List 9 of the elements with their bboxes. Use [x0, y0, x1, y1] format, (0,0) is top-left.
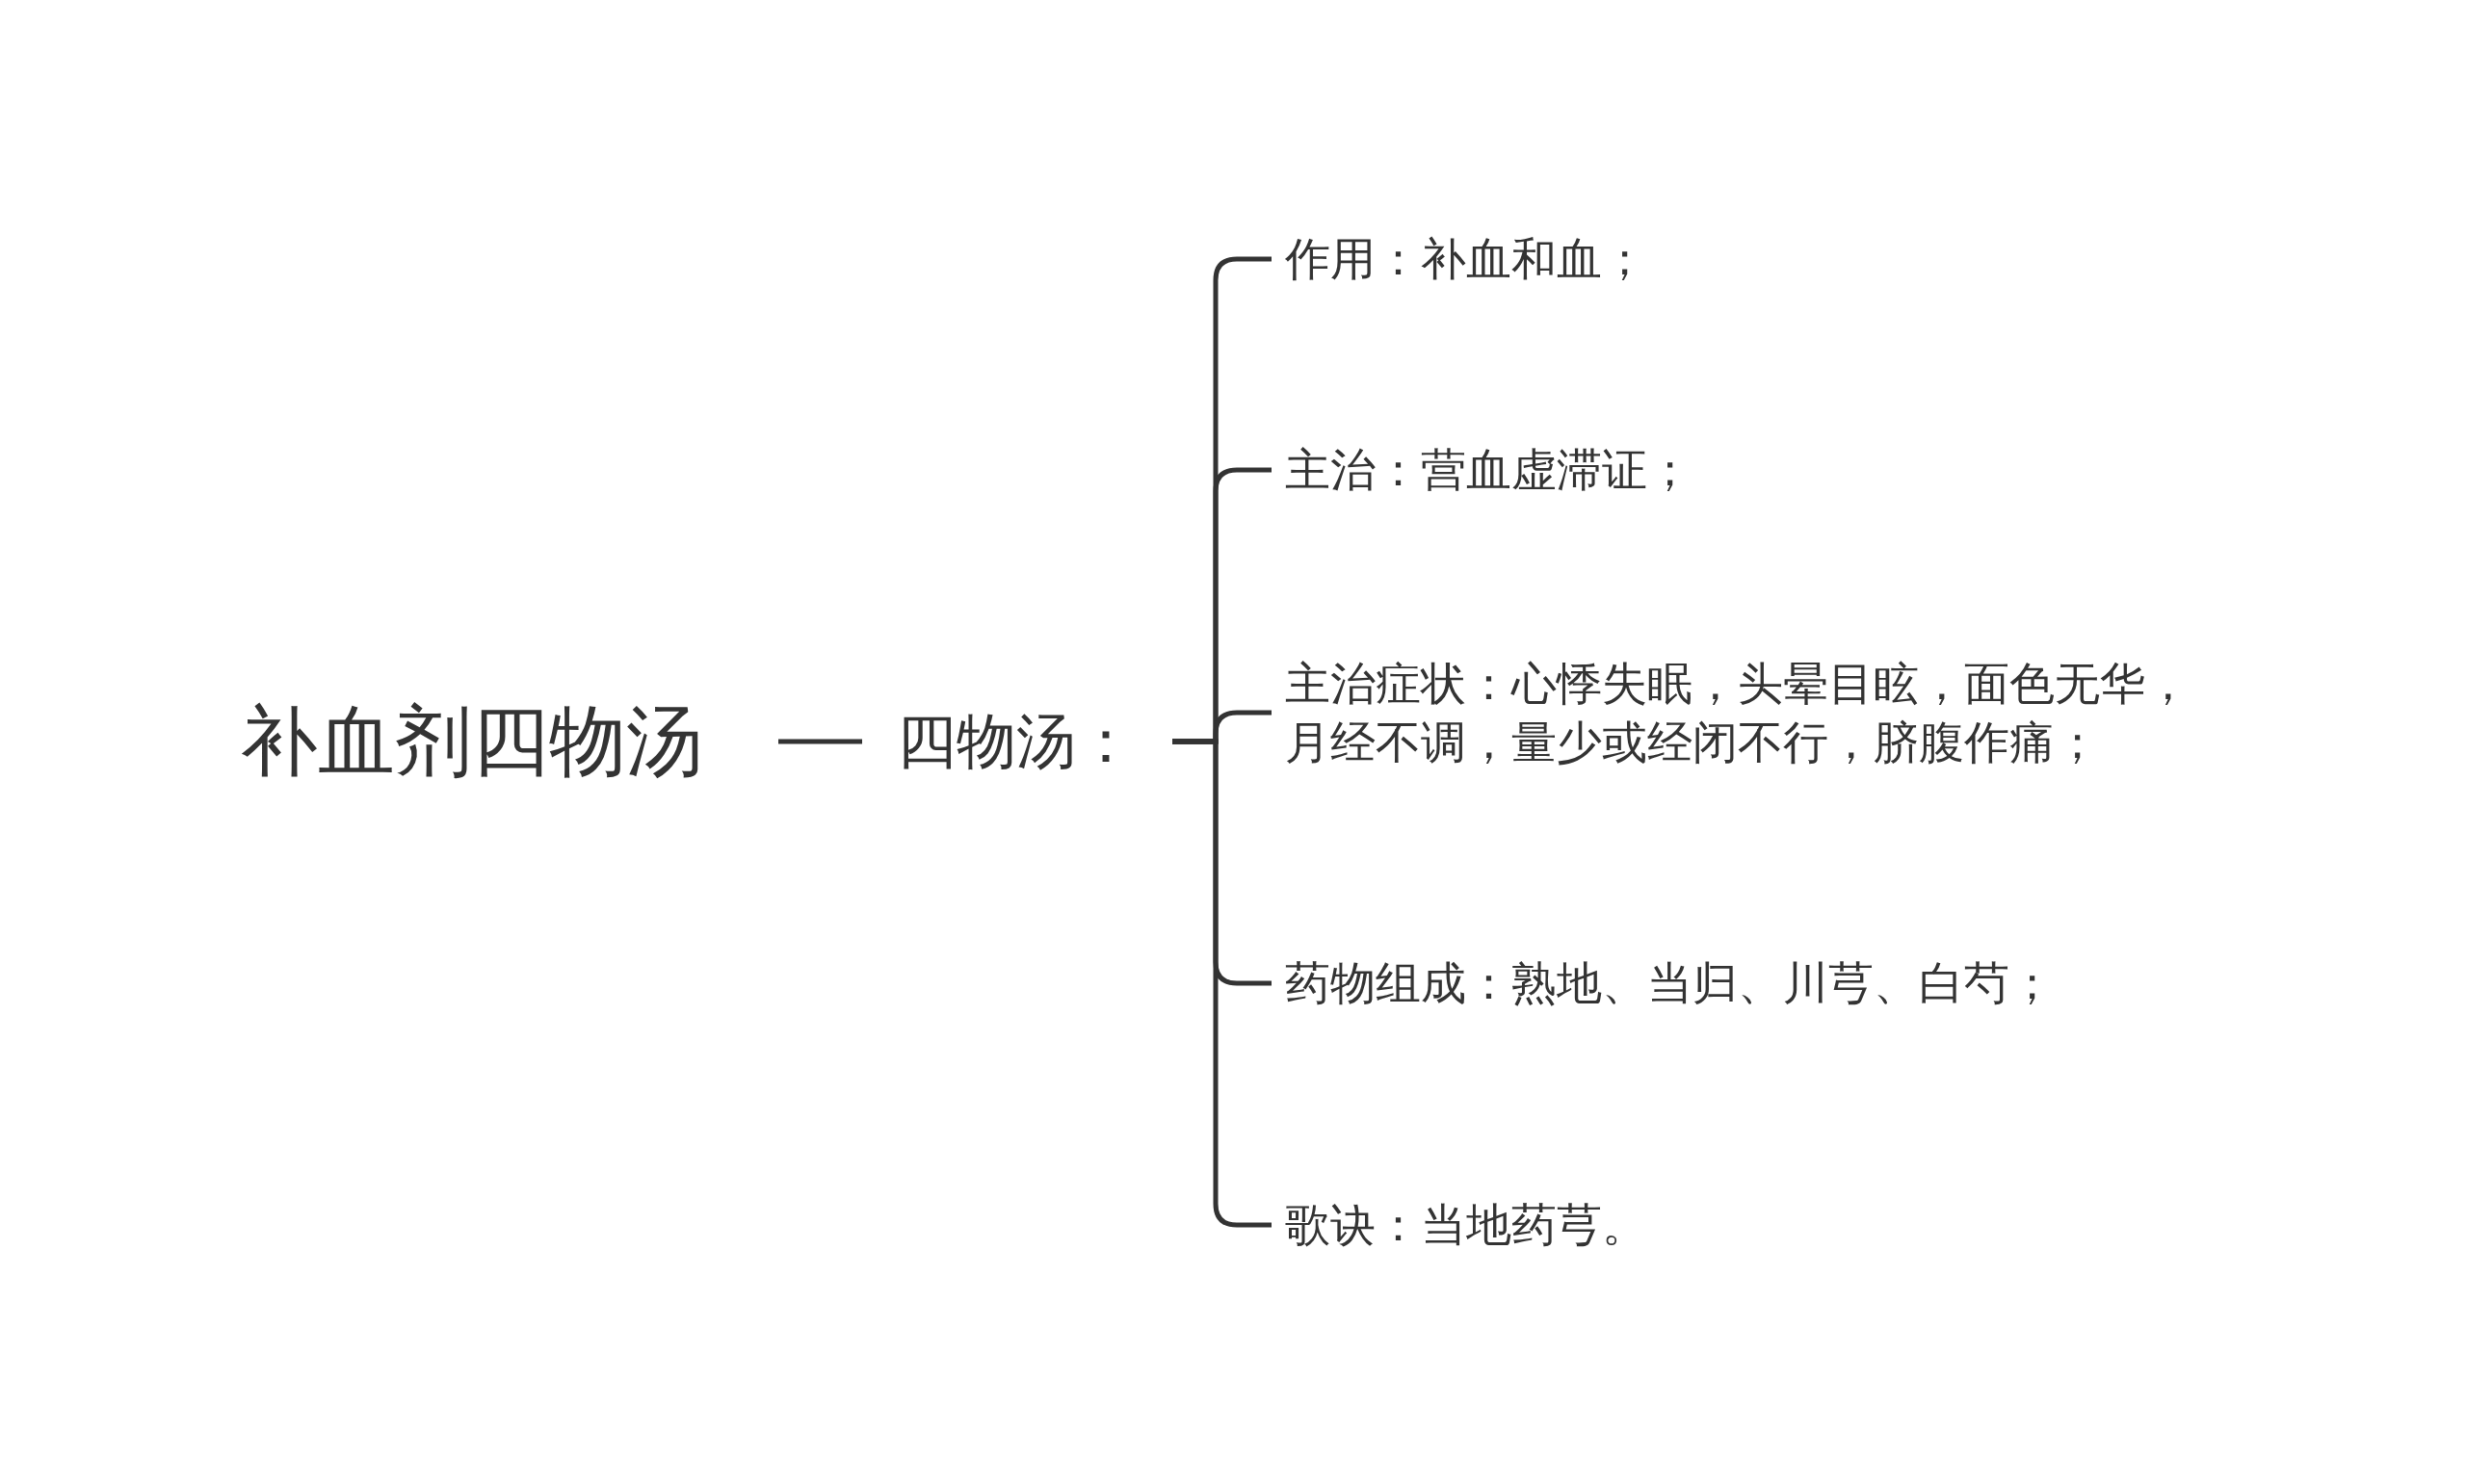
- leaf-text: 歌诀：当地药芎。: [1272, 1195, 2235, 1255]
- leaf-text: 主治症状：心悸失眠，头晕目眩，面色无华，月经不调，量少或经闭不行，脐腹作痛；: [1272, 653, 2235, 772]
- connector-line: [1172, 739, 1272, 1228]
- leaf-text: 药物组成：熟地、当归、川芎、白芍；: [1272, 953, 2235, 1013]
- leaf-text: 作用：补血和血；: [1272, 229, 2235, 289]
- branch-text: 四物汤：: [862, 702, 1172, 781]
- topic-text: 补血剂四物汤: [231, 691, 778, 792]
- leaf-text: 主治：营血虚滞证；: [1272, 440, 2235, 500]
- connector-line: [778, 739, 862, 744]
